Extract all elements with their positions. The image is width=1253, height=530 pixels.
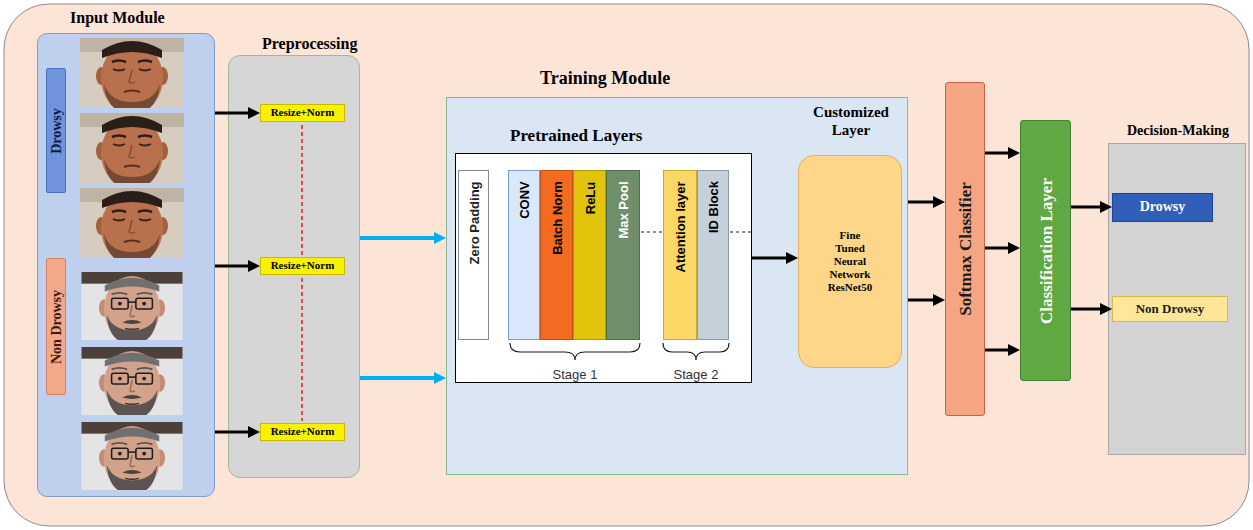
- layer-block: Zero Padding: [458, 170, 489, 340]
- text-holder: Fine Tuned Neural Network ResNet50: [799, 156, 901, 367]
- dashed-link: [730, 231, 752, 232]
- classifier-bar: Softmax Classifier: [945, 82, 985, 416]
- node-label: Fine Tuned Neural Network ResNet50: [825, 229, 875, 295]
- text-holder: Stage 1: [545, 365, 605, 383]
- process-box: Resize+Norm: [260, 104, 345, 122]
- node-label: Batch Norm: [550, 181, 565, 255]
- text-holder: Attention layer: [672, 181, 688, 272]
- text-holder: Drowsy: [48, 108, 64, 154]
- text-holder: Training Module: [540, 68, 670, 89]
- node-label: Zero Padding: [467, 181, 482, 264]
- text-holder: Stage 2: [666, 365, 726, 383]
- text-holder: Resize+Norm: [261, 258, 344, 274]
- custom-layer-box: Customized LayerFine Tuned Neural Networ…: [798, 155, 902, 368]
- module-heading: Training Module: [540, 68, 670, 88]
- process-box: Resize+Norm: [260, 257, 345, 275]
- output-box: Non Drowsy: [1112, 296, 1228, 322]
- text-holder: Pretrained Layers: [510, 126, 642, 146]
- text-holder: Input Module: [70, 9, 165, 27]
- text-holder: Zero Padding: [466, 181, 482, 264]
- stage-bracket: [510, 343, 640, 360]
- flow-arrow: [985, 349, 1012, 352]
- face-photo: [81, 347, 182, 419]
- node-label: Resize+Norm: [271, 425, 335, 438]
- text-holder: Non Drowsy: [48, 289, 64, 363]
- flow-arrow: [985, 152, 1012, 155]
- face-photo: [80, 188, 184, 264]
- node-label: Non Drowsy: [1136, 301, 1205, 317]
- flow-arrow: [215, 265, 252, 268]
- node-label: ReLu: [583, 181, 598, 214]
- node-label: Drowsy: [49, 108, 64, 154]
- face-photo: [81, 272, 182, 344]
- class-tag: Drowsy: [46, 68, 66, 193]
- text-holder: Classification Layer: [1037, 178, 1054, 324]
- flow-arrow: [985, 247, 1012, 250]
- layer-block: Attention layer: [663, 170, 697, 340]
- process-box: Resize+Norm: [260, 423, 345, 441]
- classifier-bar: Classification Layer: [1020, 120, 1071, 381]
- text-holder: ID Block: [705, 181, 721, 233]
- output-box: Drowsy: [1112, 193, 1213, 222]
- text-holder: ReLu: [582, 181, 598, 214]
- node-label: Classification Layer: [1036, 178, 1055, 324]
- outer-frame: [4, 4, 1249, 526]
- face-photo: [81, 422, 182, 494]
- module-panel: Decision-MakingDrowsyNon Drowsy: [1108, 143, 1246, 455]
- text-holder: Customized Layer: [801, 103, 901, 140]
- flow-arrow: [908, 201, 937, 204]
- layer-block: ID Block: [697, 170, 729, 340]
- flow-arrow: [360, 376, 438, 380]
- text-holder: Non Drowsy: [1113, 297, 1227, 321]
- stage-bracket: [663, 343, 729, 360]
- dashed-link: [641, 231, 662, 232]
- text-holder: Max Pool: [615, 181, 631, 238]
- flow-arrow: [215, 112, 252, 115]
- module-heading: Input Module: [70, 9, 165, 26]
- module-panel: Training ModulePretrained LayersZero Pad…: [446, 97, 908, 475]
- text-holder: Decision-Making: [1127, 121, 1229, 139]
- stage-label: Stage 2: [674, 367, 719, 382]
- text-holder: Batch Norm: [549, 181, 565, 255]
- node-label: Non Drowsy: [49, 289, 64, 363]
- stage-label: Stage 1: [553, 367, 598, 382]
- node-label: Resize+Norm: [271, 106, 335, 119]
- node-label: Max Pool: [616, 181, 631, 238]
- text-holder: Drowsy: [1113, 194, 1212, 221]
- text-holder: Resize+Norm: [261, 105, 344, 121]
- node-label: ID Block: [706, 181, 721, 233]
- face-photo: [80, 113, 184, 189]
- class-tag: Non Drowsy: [46, 258, 66, 395]
- module-heading: Pretrained Layers: [510, 126, 642, 145]
- flow-arrow: [1071, 206, 1104, 209]
- face-photo: [80, 38, 184, 114]
- text-holder: CONV: [516, 181, 532, 219]
- node-label: Softmax Classifier: [956, 182, 975, 316]
- text-holder: Preprocessing: [262, 35, 357, 53]
- dashed-divider: [301, 125, 303, 255]
- layer-block: Max Pool: [606, 170, 640, 340]
- text-holder: Resize+Norm: [261, 424, 344, 440]
- node-label: Resize+Norm: [271, 259, 335, 272]
- flow-arrow: [1071, 308, 1104, 311]
- flow-arrow: [908, 299, 937, 302]
- module-heading: Preprocessing: [262, 35, 357, 52]
- node-label: CONV: [517, 181, 532, 219]
- layer-group: Pretrained LayersZero PaddingCONVBatch N…: [455, 153, 752, 383]
- node-label: Drowsy: [1140, 199, 1186, 216]
- layer-block: ReLu: [573, 170, 606, 340]
- flow-arrow: [752, 257, 790, 260]
- dashed-divider: [301, 278, 303, 421]
- flow-arrow: [360, 236, 438, 240]
- module-heading: Decision-Making: [1127, 123, 1229, 138]
- text-holder: Softmax Classifier: [957, 182, 974, 316]
- layer-block: CONV: [508, 170, 540, 340]
- flow-arrow: [215, 431, 252, 434]
- layer-block: Batch Norm: [540, 170, 573, 340]
- module-heading: Customized Layer: [813, 104, 889, 138]
- node-label: Attention layer: [673, 181, 688, 272]
